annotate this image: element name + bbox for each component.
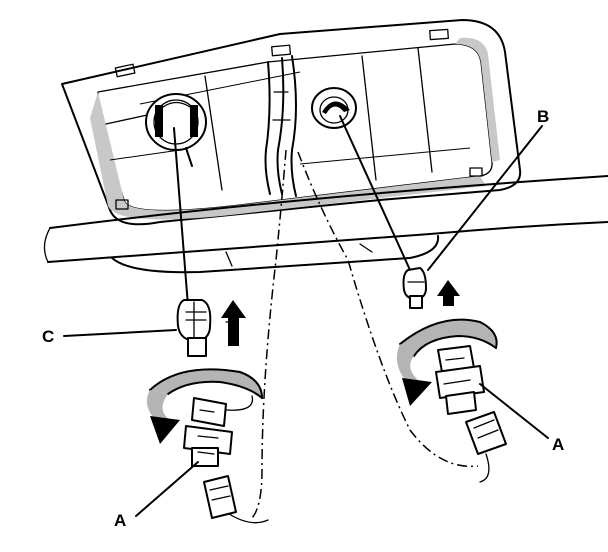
arrow-up-right-icon bbox=[437, 280, 460, 306]
connector-left bbox=[203, 475, 237, 519]
bulb-left bbox=[176, 299, 212, 357]
socket-left bbox=[183, 395, 254, 467]
leader-c bbox=[63, 329, 177, 337]
right-socket-hole bbox=[311, 87, 357, 129]
connector-right bbox=[465, 411, 507, 455]
rotation-arrow-left-icon bbox=[146, 368, 263, 444]
bulb-right bbox=[402, 267, 427, 309]
leader-a-right bbox=[479, 383, 549, 439]
leader-right-hole bbox=[339, 115, 411, 271]
callout-a-right: A bbox=[552, 435, 564, 454]
callout-b: B bbox=[537, 107, 549, 126]
harness-bundle bbox=[264, 55, 297, 197]
arrow-up-left-icon bbox=[221, 300, 246, 346]
leader-b bbox=[427, 125, 543, 271]
bumper-lines bbox=[43, 175, 608, 274]
callout-a-left: A bbox=[114, 511, 126, 530]
callout-c: C bbox=[42, 327, 54, 346]
rotation-arrow-right-icon bbox=[396, 318, 498, 406]
light-housing bbox=[61, 19, 522, 226]
leader-a-left bbox=[135, 461, 199, 517]
leader-left-hole bbox=[173, 127, 189, 307]
socket-right bbox=[435, 345, 485, 415]
